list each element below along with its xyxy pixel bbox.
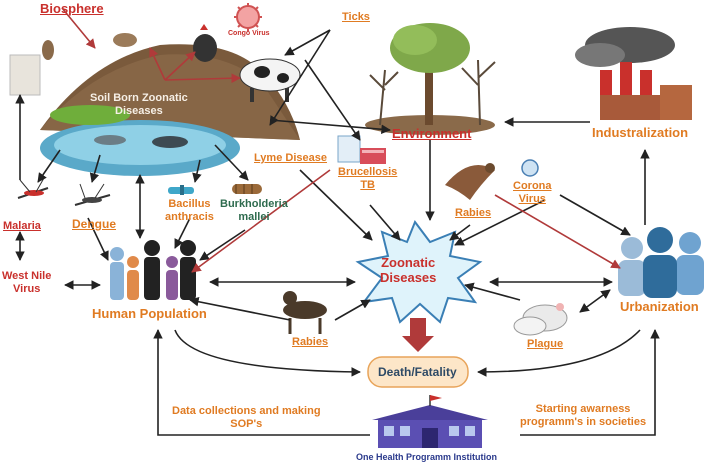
bacillus-label: Bacillus anthracis <box>165 198 214 223</box>
red-arrows <box>61 7 621 273</box>
human-population-label: Human Population <box>92 306 207 321</box>
rooster-icon <box>193 34 217 62</box>
one-health-label: One Health Programm Institution <box>356 452 498 462</box>
institution-building-icon <box>372 395 488 448</box>
west-nile-label: West Nile Virus <box>2 270 52 295</box>
urbanization-label: Urbanization <box>620 299 699 314</box>
soil-born-label: Soil Born Zoonatic Diseases <box>90 92 188 117</box>
human-figures-icon <box>110 240 196 300</box>
brucellosis-label: Brucellosis TB <box>338 166 398 191</box>
factory-icon <box>575 27 692 120</box>
dog-icon <box>283 291 327 334</box>
lyme-disease-label: Lyme Disease <box>254 152 327 164</box>
rat-icon <box>113 33 137 47</box>
environment-illustration <box>365 23 496 135</box>
rabies-bat-label: Rabies <box>455 207 492 219</box>
fish-icon <box>152 136 188 148</box>
burkholderia-label: Burkholderia mallei <box>220 198 288 223</box>
congo-virus-label: Congo Virus <box>228 30 270 37</box>
connector-arrows <box>15 29 660 436</box>
animals-illustration <box>9 24 301 102</box>
awareness-programs-label: Starting awarness programm's in societie… <box>520 403 647 428</box>
virus-icon <box>234 3 262 31</box>
zoonatic-starburst <box>355 219 483 324</box>
corona-virus-label: Corona Virus <box>513 180 552 205</box>
biosphere-label: Biosphere <box>40 1 104 16</box>
plague-label: Plague <box>527 338 564 350</box>
urban-people-icon <box>618 227 704 298</box>
mosquito-icon <box>17 177 111 206</box>
cow-icon <box>239 58 301 92</box>
death-fatality-box <box>367 356 469 388</box>
rat-icon <box>513 303 568 336</box>
industralization-label: Industralization <box>592 125 689 140</box>
environment-label: Environment <box>392 126 472 141</box>
corona-virus-icon <box>521 159 539 177</box>
milk-meat-icon <box>337 135 386 164</box>
zoonatic-diseases-label: Zoonatic Diseases <box>380 255 437 285</box>
squirrel-icon <box>42 40 54 60</box>
malaria-label: Malaria <box>3 220 41 232</box>
rabies-dog-label: Rabies <box>292 336 329 348</box>
goat-icon <box>9 54 41 96</box>
down-arrow-to-death <box>402 318 434 352</box>
fish-icon <box>94 135 126 145</box>
bat-icon <box>445 163 495 200</box>
ticks-label: Ticks <box>342 11 370 23</box>
death-fatality-label: Death/Fatality <box>378 365 457 379</box>
bacteria-icon <box>168 184 262 195</box>
dengue-label: Dengue <box>72 217 117 231</box>
data-collection-label: Data collections and making SOP's <box>172 405 321 430</box>
